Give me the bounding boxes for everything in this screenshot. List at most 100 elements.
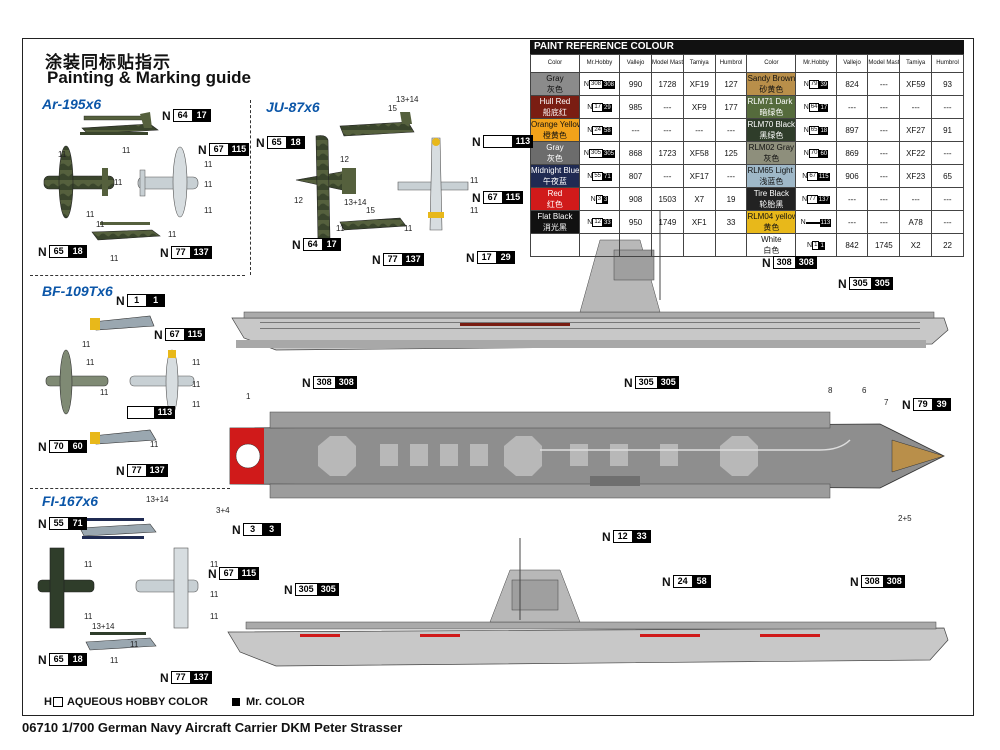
paint-mm: 1723	[650, 141, 684, 165]
code-a: 305	[634, 376, 658, 389]
code-a: 65	[48, 653, 69, 666]
paint-humbrol: 22	[931, 233, 964, 257]
paint-tamiya: XF23	[899, 164, 933, 188]
paint-reference-table: PAINT REFERENCE COLOUR Color Mr.Hobby Va…	[530, 40, 964, 257]
code-a: 67	[208, 143, 229, 156]
code-b: 115	[184, 328, 206, 341]
paint-table-grid: Color Mr.Hobby Vallejo Model Master Tami…	[530, 54, 964, 257]
legend-h-symbol: H	[44, 696, 52, 708]
paint-vallejo: ---	[835, 210, 869, 234]
label-11: 11	[210, 612, 219, 621]
bf109-side-view	[90, 315, 155, 331]
section-bf109: BF-109Tx6	[42, 283, 113, 299]
code-a: 77	[170, 671, 191, 684]
paint-name-cn: 灰色	[546, 85, 563, 94]
code-b: 137	[402, 253, 424, 266]
ju87-side-view-2	[339, 217, 407, 231]
paint-humbrol: 125	[714, 141, 748, 165]
paint-tamiya: XF22	[899, 141, 933, 165]
label-11: 11	[192, 380, 201, 389]
legend-mr-box	[232, 698, 240, 707]
code-n: N	[472, 190, 481, 205]
paint-name-cn: 浅蓝色	[759, 177, 784, 186]
code-a: 12	[592, 218, 603, 227]
label-11: 11	[96, 220, 105, 229]
code-n: N	[802, 196, 808, 203]
code-a: 308	[772, 256, 796, 269]
paint-name-cn: 白色	[763, 246, 780, 255]
paint-swatch: RLM70 Black Green黑绿色	[746, 118, 797, 142]
code-a: 70	[48, 440, 69, 453]
code-n: N	[850, 574, 859, 589]
paint-mm: ---	[867, 118, 901, 142]
ship-deck-plan	[229, 411, 945, 499]
paint-humbrol: 19	[714, 187, 748, 211]
paint-tamiya	[682, 233, 716, 257]
code-n: N	[838, 276, 847, 291]
code-n: N	[466, 250, 475, 265]
paint-name-cn: 砂黄色	[759, 85, 784, 94]
separator-2	[30, 488, 230, 489]
paint-tamiya: X7	[682, 187, 716, 211]
label-12: 12	[340, 155, 349, 164]
ship-side-view-bottom	[227, 538, 949, 667]
code-b: 39	[932, 398, 951, 411]
code-a: 308	[312, 376, 336, 389]
section-ar195: Ar-195x6	[42, 96, 102, 112]
code-a: 77	[126, 464, 147, 477]
code-a: 70	[808, 149, 820, 158]
code-b: 58	[603, 126, 612, 135]
ship-side-view-top	[231, 210, 949, 351]
paint-humbrol: ---	[714, 164, 748, 188]
footer-title: 06710 1/700 German Navy Aircraft Carrier…	[22, 720, 403, 735]
paint-humbrol: ---	[931, 187, 964, 211]
paint-vallejo: ---	[619, 118, 652, 142]
paint-tamiya: XF58	[682, 141, 716, 165]
code-b: 39	[819, 80, 829, 89]
hdr-modelmaster-2: Model Master	[867, 54, 901, 73]
deck-label-7: 7	[884, 398, 889, 407]
paint-vallejo: 985	[619, 95, 652, 119]
label-11: 11	[82, 340, 91, 349]
code-a	[482, 135, 513, 148]
code-n: N	[807, 242, 813, 249]
code-b: 18	[68, 245, 87, 258]
paint-swatch: RLM71 Dark Green暗绿色	[746, 95, 797, 119]
paint-tamiya: A78	[899, 210, 933, 234]
hdr-modelmaster: Model Master	[650, 54, 684, 73]
section-fi167: FI-167x6	[42, 493, 99, 509]
paint-humbrol: ---	[931, 141, 964, 165]
code-b: 3	[603, 195, 609, 204]
code-b: 137	[190, 246, 212, 259]
code-n: N	[198, 142, 207, 157]
label-11: 11	[470, 176, 479, 185]
label-13-14: 13+14	[146, 495, 169, 504]
label-11: 11	[84, 612, 93, 621]
label-11: 11	[110, 656, 119, 665]
hdr-mrhobby: Mr.Hobby	[578, 54, 621, 73]
code-a: 79	[912, 398, 933, 411]
code-n: N	[160, 670, 169, 685]
paint-name: RLM70 Black Green	[747, 120, 796, 129]
code-n: N	[256, 135, 265, 150]
code-a: 17	[476, 251, 497, 264]
code-a: 67	[482, 191, 503, 204]
code-b: 1	[819, 241, 825, 250]
label-11: 11	[58, 150, 67, 159]
